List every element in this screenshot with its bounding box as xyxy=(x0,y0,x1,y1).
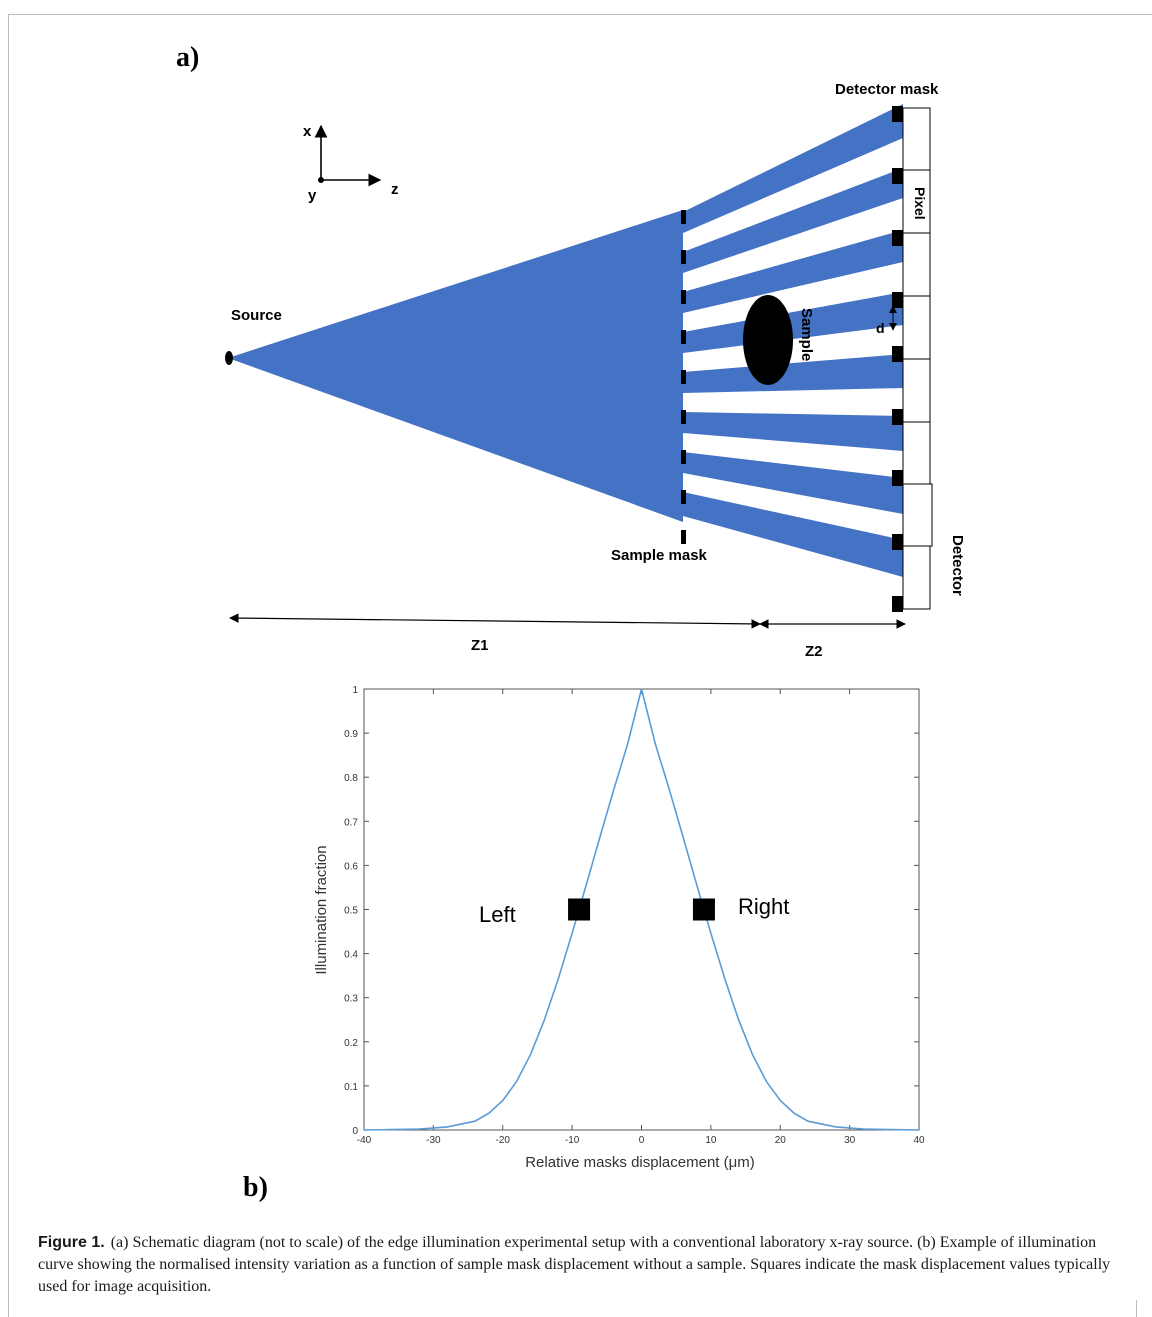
z1-label: Z1 xyxy=(471,637,489,654)
beamlet xyxy=(683,168,903,273)
sample-mask xyxy=(681,210,686,544)
sample-mask-bar xyxy=(681,450,686,464)
x-tick-label: 20 xyxy=(775,1135,787,1146)
right-marker xyxy=(692,898,715,921)
x-tick-label: -10 xyxy=(565,1135,580,1146)
detector-pixel xyxy=(902,107,931,171)
y-tick-label: 0.8 xyxy=(344,773,358,784)
beamlet xyxy=(683,230,903,313)
sample-mask-bar xyxy=(681,410,686,424)
beamlet xyxy=(683,452,903,514)
acquisition-markers xyxy=(568,898,715,921)
detector-pixel xyxy=(902,295,931,360)
y-tick-label: 1 xyxy=(352,685,358,696)
beamlet xyxy=(683,412,903,451)
detector-label: Detector xyxy=(949,535,966,596)
x-ticks: -40 -30 -20 -10 0 10 20 30 40 xyxy=(357,689,925,1146)
detector-mask-bar xyxy=(892,534,903,550)
detector-pixel xyxy=(902,169,931,234)
sample-mask-bar xyxy=(681,250,686,264)
sample-mask-label: Sample mask xyxy=(611,547,708,564)
z1-arrow xyxy=(229,613,761,629)
source-label: Source xyxy=(231,307,282,324)
left-marker-label: Left xyxy=(479,902,516,927)
axis-x-label: x xyxy=(303,123,312,140)
beamlets xyxy=(683,104,903,577)
detector-mask-bar xyxy=(892,409,903,425)
sample-mask-bar xyxy=(681,330,686,344)
y-tick-label: 0.3 xyxy=(344,994,358,1005)
x-tick-label: -30 xyxy=(426,1135,441,1146)
x-tick-label: 10 xyxy=(705,1135,717,1146)
source-point xyxy=(225,351,233,365)
right-marker-label: Right xyxy=(738,894,789,919)
detector-pixel xyxy=(902,358,931,423)
y-axis-title: Illumination fraction xyxy=(313,845,330,974)
beamlet xyxy=(683,292,903,353)
y-axis-dot xyxy=(318,177,324,183)
x-tick-label: 30 xyxy=(844,1135,856,1146)
detector-mask-bar xyxy=(892,596,903,612)
plot-area xyxy=(363,688,920,1131)
detector-mask-bar xyxy=(892,292,903,308)
detector-mask-bar xyxy=(892,230,903,246)
detector-mask xyxy=(892,106,903,612)
detector-mask-bar xyxy=(892,470,903,486)
x-tick-label: -40 xyxy=(357,1135,372,1146)
caption-label: Figure 1. xyxy=(38,1234,105,1251)
page-frame-tick xyxy=(1136,1300,1137,1317)
y-tick-label: 0.4 xyxy=(344,950,358,961)
panel-a-label: a) xyxy=(176,42,199,73)
x-axis-title: Relative masks displacement (μm) xyxy=(525,1154,755,1171)
detector-mask-bar xyxy=(892,168,903,184)
detector-pixel xyxy=(902,545,931,610)
axis-z-label: z xyxy=(391,181,399,198)
x-tick-label: 0 xyxy=(639,1135,645,1146)
sample-mask-bar xyxy=(681,490,686,504)
y-tick-label: 0.2 xyxy=(344,1038,358,1049)
detector-mask-bar xyxy=(892,106,903,122)
y-tick-label: 0 xyxy=(352,1126,358,1137)
pixel-label: Pixel xyxy=(912,187,928,220)
beamlet xyxy=(683,104,903,233)
figure-caption: Figure 1.(a) Schematic diagram (not to s… xyxy=(38,1232,1128,1298)
caption-text: (a) Schematic diagram (not to scale) of … xyxy=(38,1234,1111,1295)
axis-y-label: y xyxy=(308,187,317,204)
page-frame-left xyxy=(8,14,9,1317)
left-marker xyxy=(568,898,591,921)
y-tick-label: 0.6 xyxy=(344,861,358,872)
detector-pixel xyxy=(902,232,931,297)
beamlet xyxy=(683,354,903,393)
y-tick-label: 0.7 xyxy=(344,817,358,828)
illumination-curve xyxy=(363,688,920,1131)
panel-b-chart: -40 -30 -20 -10 0 10 20 30 40 0 0.1 0.2 0.3 0.4 0.5 0.… xyxy=(243,685,925,1203)
y-tick-label: 0.1 xyxy=(344,1082,358,1093)
z2-label: Z2 xyxy=(805,643,823,660)
beamlet xyxy=(683,492,903,577)
detector-mask-label: Detector mask xyxy=(835,81,939,98)
panel-a-schematic: a) x y z Sample Source Sample mask Detec… xyxy=(176,42,966,660)
detector-pixel xyxy=(902,483,933,547)
detector-pixels xyxy=(902,107,933,610)
detector-pixel xyxy=(902,421,931,485)
sample-mask-bar xyxy=(681,370,686,384)
xray-beam-cone xyxy=(228,210,683,522)
y-tick-label: 0.5 xyxy=(344,906,358,917)
sample-mask-bar xyxy=(681,210,686,224)
detector-mask-bar xyxy=(892,346,903,362)
sample-label: Sample xyxy=(798,308,815,361)
y-ticks: 0 0.1 0.2 0.3 0.4 0.5 0.6 0.7 0.8 0.9 1 xyxy=(344,685,919,1137)
x-tick-label: -20 xyxy=(496,1135,511,1146)
panel-b-label: b) xyxy=(243,1172,268,1203)
sample-object xyxy=(743,295,793,385)
y-tick-label: 0.9 xyxy=(344,729,358,740)
d-label: d xyxy=(876,320,885,336)
x-tick-label: 40 xyxy=(913,1135,925,1146)
page-frame-top xyxy=(8,14,1152,15)
coordinate-axes: x y z xyxy=(303,123,399,204)
sample-mask-bar xyxy=(681,290,686,304)
sample-mask-bar xyxy=(681,530,686,544)
